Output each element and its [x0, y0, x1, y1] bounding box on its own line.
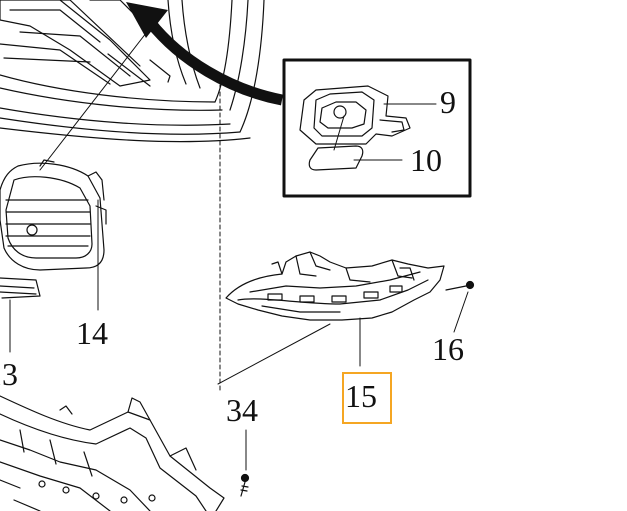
- screw-34: [240, 473, 250, 497]
- screw-16: [445, 280, 475, 291]
- label-part-15: 15: [345, 378, 377, 414]
- label-part-14: 14: [76, 315, 108, 351]
- part-15-bracket: [225, 251, 445, 321]
- highlight-part-15[interactable]: 15: [342, 372, 392, 424]
- leader-lines: [9, 27, 469, 471]
- arrow-icon: [126, 2, 284, 106]
- label-part-34: 34: [226, 392, 258, 428]
- lower-undertray: [0, 395, 225, 511]
- bumper-outline: [0, 0, 265, 143]
- label-part-9: 9: [440, 84, 456, 120]
- inset-detail-box: [282, 58, 472, 198]
- label-part-13: 13: [0, 356, 18, 392]
- lower-grille-edge: [0, 277, 41, 299]
- label-part-10: 10: [410, 142, 442, 178]
- fog-lamp-bezel: [0, 159, 107, 271]
- label-part-16: 16: [432, 331, 464, 367]
